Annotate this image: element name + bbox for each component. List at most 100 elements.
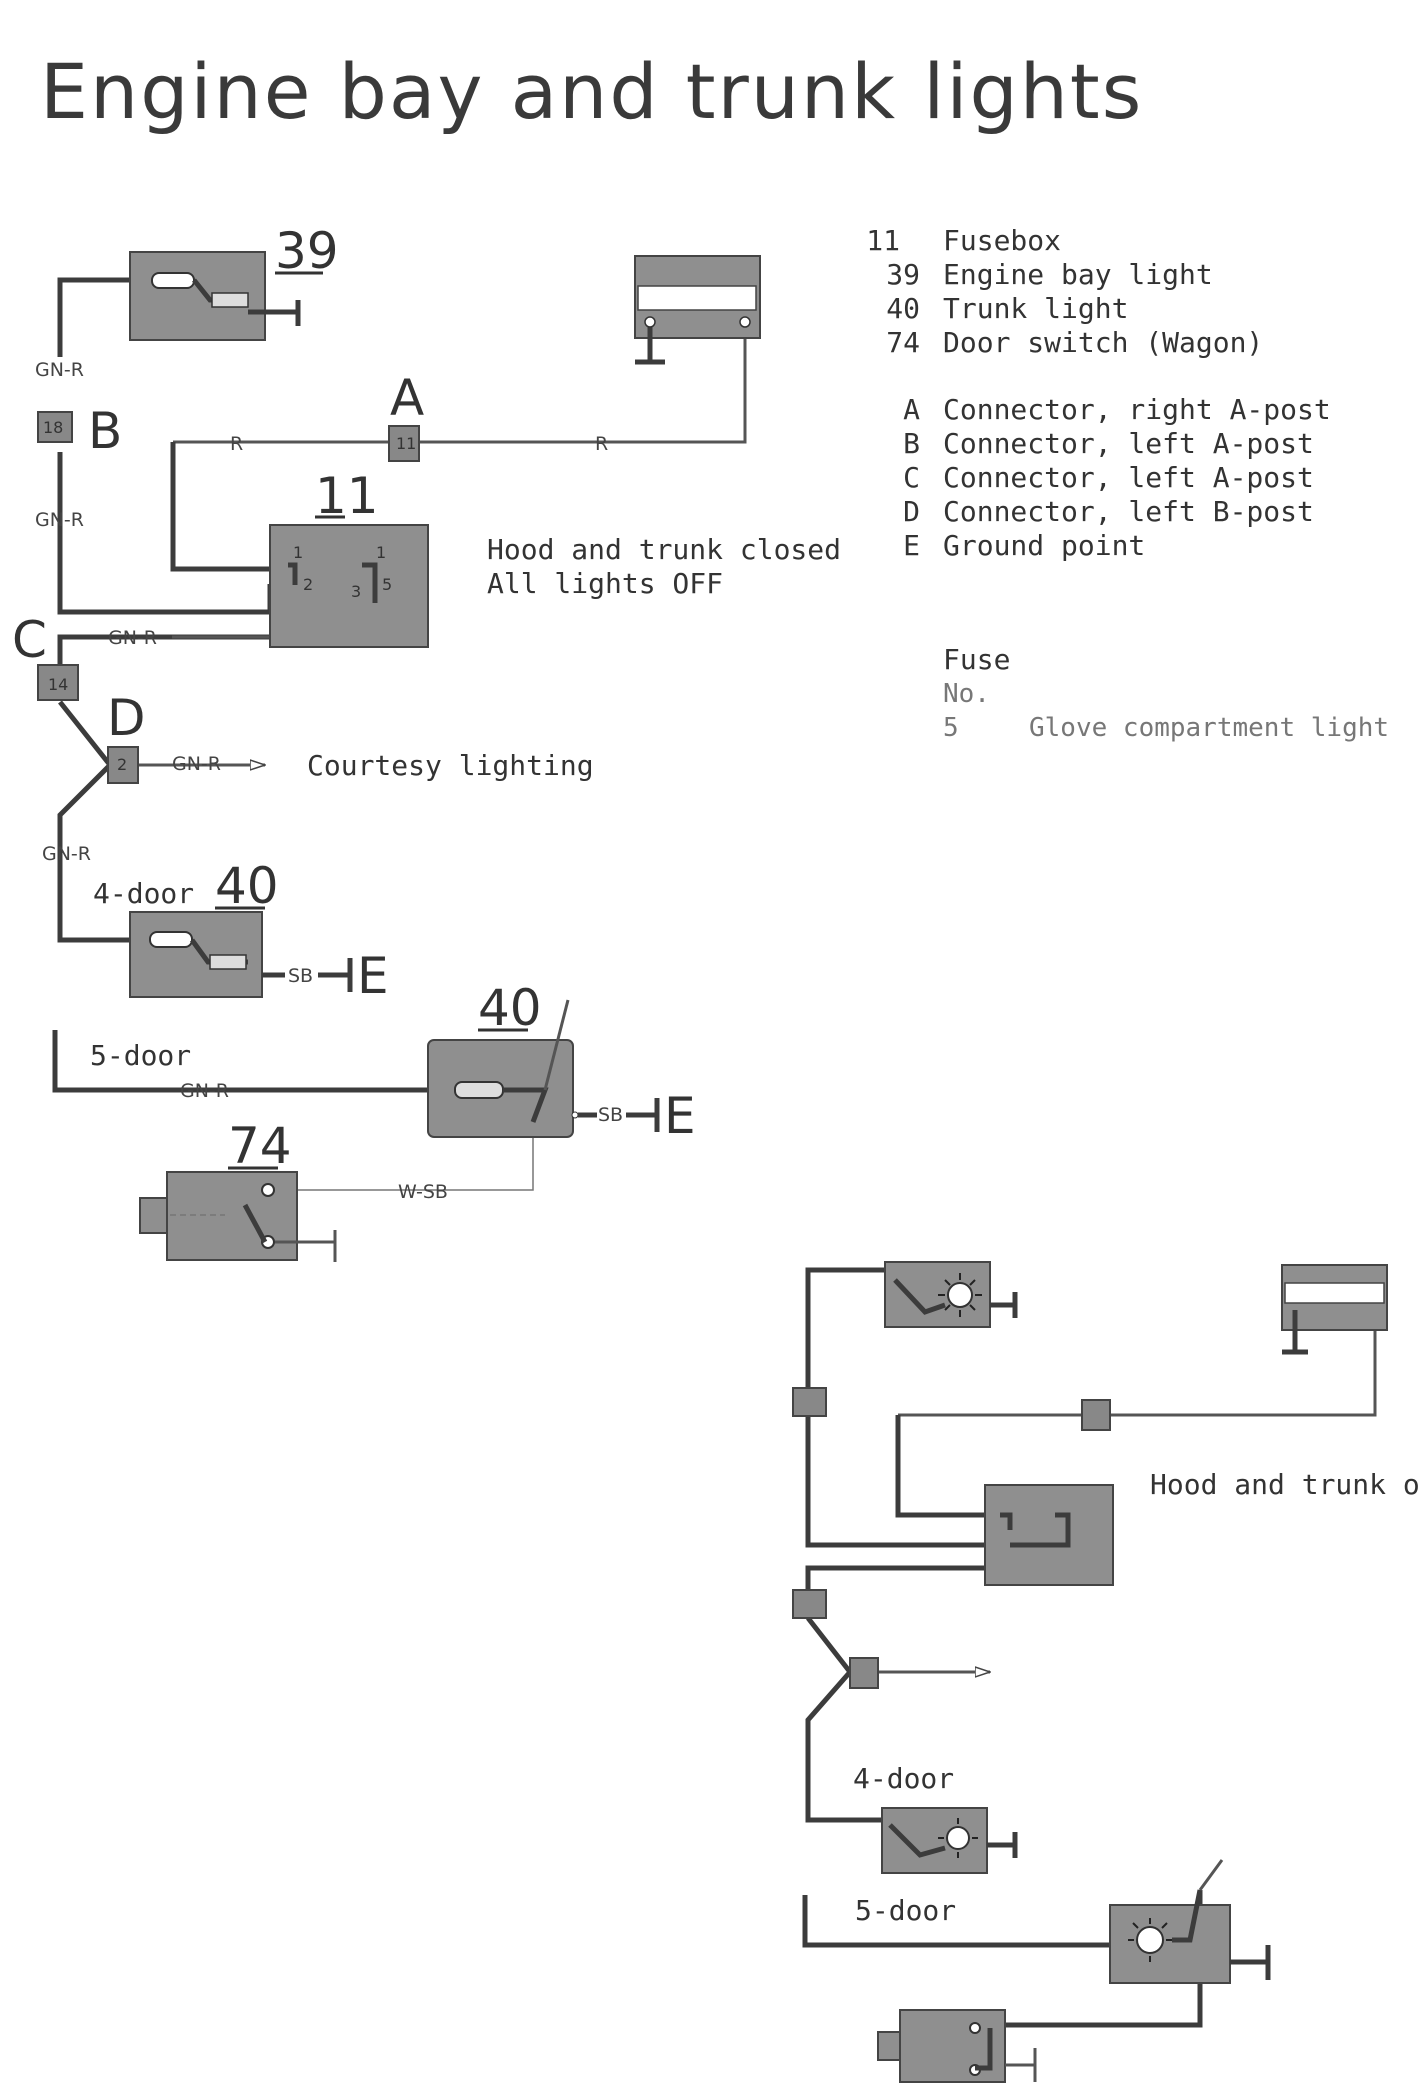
state-closed-line1: Hood and trunk closed <box>487 533 841 566</box>
open-label-4door: 4-door <box>853 1762 954 1795</box>
open-connector-C <box>792 1589 827 1619</box>
legend-desc-40: Trunk light <box>943 292 1128 325</box>
wire-r-right <box>419 330 747 444</box>
lit-bulb-icon <box>946 1826 970 1850</box>
connector-D-num: 2 <box>117 755 127 774</box>
fuse-pin-2: 2 <box>303 575 313 594</box>
open-switch-40-5door <box>1172 1889 1203 1943</box>
open-wire-r-fuse <box>895 1415 1000 1518</box>
connector-C <box>37 664 79 701</box>
legend-desc-39: Engine bay light <box>943 258 1213 291</box>
connector-A-label: A <box>390 369 424 427</box>
connector-A <box>388 425 420 462</box>
wire-wsb <box>290 1120 534 1191</box>
legend-code-A: A <box>903 393 920 426</box>
wire-r-to-fuse <box>170 442 290 572</box>
wire-label-gnr-1: GN-R <box>35 359 84 381</box>
wire-label-r-1: R <box>230 433 243 455</box>
open-ground-74 <box>1005 2048 1037 2082</box>
connector-D <box>107 746 139 784</box>
open-connector-D <box>849 1657 879 1689</box>
switch-74-contact <box>242 1203 268 1244</box>
open-fusebox <box>984 1484 1114 1586</box>
connector-D-label: D <box>107 689 146 747</box>
legend-code-E: E <box>903 529 920 562</box>
connector-B <box>37 411 73 443</box>
open-label-5door: 5-door <box>855 1894 956 1927</box>
open-connector-B <box>792 1387 827 1417</box>
open-component-40-5door <box>1109 1904 1231 1984</box>
label-5door: 5-door <box>90 1039 191 1072</box>
diagram-closed: 39 18 B GN-R GN-R 11 A R R 11 1 2 1 3 5 … <box>12 222 841 1262</box>
ground-5door <box>578 1098 660 1132</box>
hood-switch-window <box>637 285 757 311</box>
wire-label-r-2: R <box>595 433 608 455</box>
ground-74 <box>275 1230 337 1262</box>
open-fuse-internal <box>1000 1512 1071 1548</box>
wire-label-gnr-5: GN-R <box>42 843 91 865</box>
plunger-40 <box>543 999 570 1091</box>
legend-code-B: B <box>903 427 920 460</box>
label-11: 11 <box>315 467 379 525</box>
wire-label-gnr-2: GN-R <box>35 509 84 531</box>
connector-B-label: B <box>88 402 122 460</box>
wire-gnr-fuse-out <box>57 634 270 665</box>
ground-E1: E <box>357 947 389 1005</box>
legend-desc-C: Connector, left A-post <box>943 461 1314 494</box>
legend-desc-A: Connector, right A-post <box>943 393 1331 426</box>
legend-code-D: D <box>903 495 920 528</box>
wire-gnr-5door <box>52 1030 428 1093</box>
legend-desc-D: Connector, left B-post <box>943 495 1314 528</box>
fuse-pin-1a: 1 <box>293 543 303 562</box>
open-wire-r-right <box>1110 1308 1377 1417</box>
wire-label-wsb: W-SB <box>398 1181 448 1203</box>
open-ground-hood <box>1282 1310 1308 1355</box>
legend-desc-E: Ground point <box>943 529 1145 562</box>
fuse-internal <box>288 562 378 603</box>
wire-label-sb-2: SB <box>598 1104 623 1126</box>
label-74: 74 <box>228 1117 292 1175</box>
switch-74-plunger <box>139 1197 168 1234</box>
connector-C-num: 14 <box>48 675 68 694</box>
fuse-col-no: No. <box>943 679 990 709</box>
open-switch-40-4door <box>888 1823 946 1858</box>
label-40-5door: 40 <box>478 979 542 1037</box>
coil-icon <box>211 292 249 308</box>
lit-bulb-icon <box>947 1282 973 1308</box>
ground-4door <box>262 958 353 992</box>
bulb-icon <box>151 272 195 289</box>
open-wire-fuse <box>805 1415 1010 1548</box>
wire-gnr-39 <box>57 277 160 357</box>
fuse-pin-5: 5 <box>382 575 392 594</box>
open-connector-A <box>1081 1399 1111 1431</box>
wire-label-gnr-6: GN-R <box>180 1080 229 1102</box>
bulb-icon <box>149 931 193 948</box>
fuse-no-5: 5 <box>943 713 959 743</box>
connector-B-num: 18 <box>43 418 63 437</box>
page-title: Engine bay and trunk lights <box>40 47 1143 136</box>
component-11-fusebox <box>269 524 429 648</box>
legend-desc-B: Connector, left A-post <box>943 427 1314 460</box>
open-switch-74-contact <box>975 2028 993 2071</box>
ground-E2: E <box>664 1087 696 1145</box>
open-ground-4door <box>987 1832 1018 1858</box>
legend-desc-11: Fusebox <box>943 224 1061 257</box>
courtesy-lighting-label: Courtesy lighting <box>307 749 594 782</box>
fuse-desc-5: Glove compartment light <box>1029 713 1389 743</box>
legend-code-C: C <box>903 461 920 494</box>
open-wire-39 <box>805 1267 885 1388</box>
diagram-open: Hood and trunk open 4-door 5-door <box>792 1261 1421 2083</box>
legend-code-40: 40 <box>886 292 920 325</box>
fuse-pin-3: 3 <box>351 582 361 601</box>
wire-gnr-fuse <box>57 452 273 615</box>
legend-code-11: 11 <box>866 224 900 257</box>
wire-label-gnr-3: GN-R <box>108 627 157 649</box>
open-wire-5door <box>802 1895 1115 1948</box>
wire-gnr-trunk <box>57 700 130 943</box>
legend-code-39: 39 <box>886 258 920 291</box>
open-component-40-4door <box>881 1807 988 1874</box>
state-open: Hood and trunk open <box>1150 1468 1421 1501</box>
coil-icon <box>454 1081 504 1099</box>
label-4door: 4-door <box>93 877 194 910</box>
component-74-door-switch <box>166 1171 298 1261</box>
